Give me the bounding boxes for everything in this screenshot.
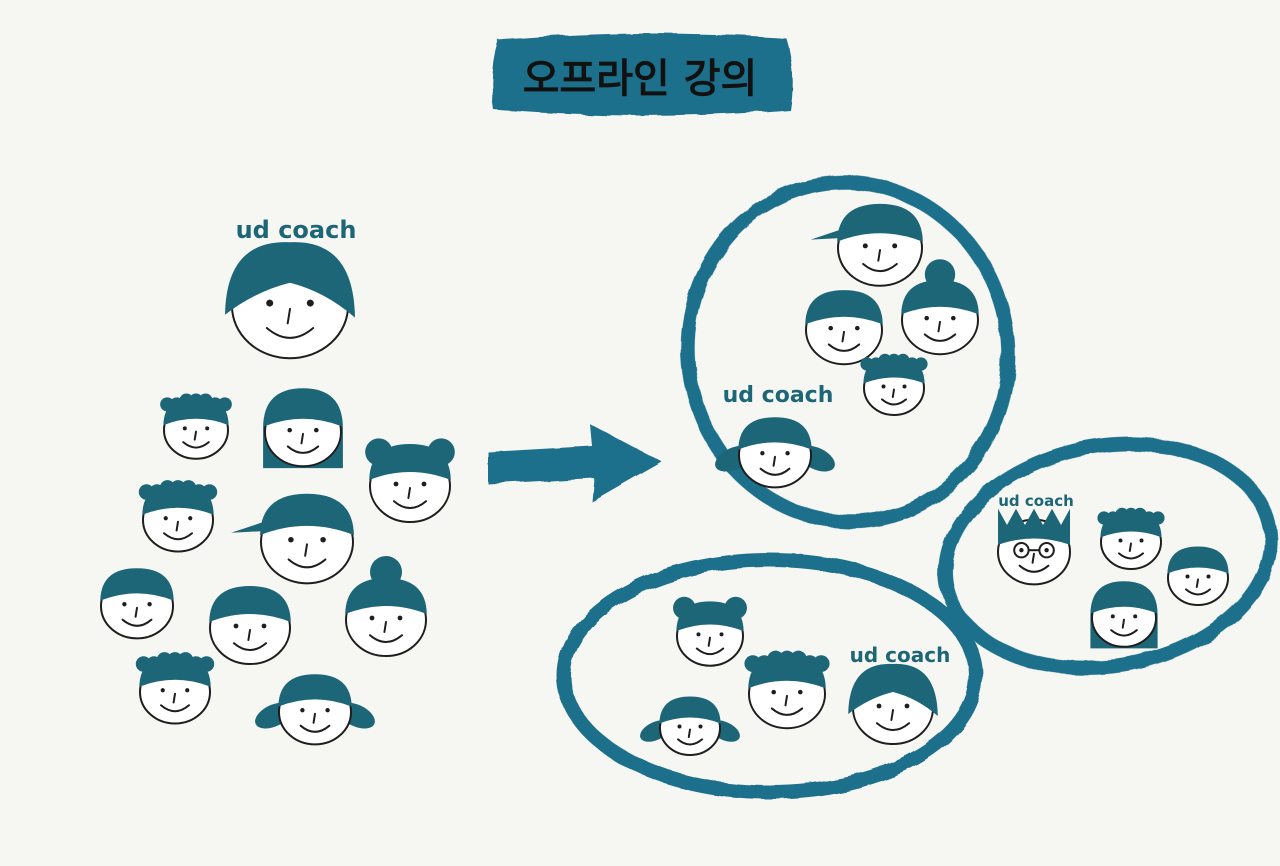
student-face [209, 586, 291, 665]
coach-face-group-bottom [848, 663, 938, 745]
student-face [231, 493, 354, 585]
student-face [135, 652, 215, 725]
group-bottom: ud coach [557, 553, 983, 799]
coach-label-whole-class: ud coach [236, 216, 357, 244]
student-face [640, 696, 740, 756]
arrow-right-icon [488, 424, 662, 502]
student-face [1097, 507, 1165, 570]
student-face [901, 259, 979, 356]
student-face [744, 650, 830, 730]
coach-label-group-top: ud coach [723, 383, 834, 408]
student-face [255, 674, 375, 746]
group-outline-bottom [557, 553, 983, 799]
student-face [345, 556, 427, 657]
student-face [805, 290, 883, 366]
group-outline-top [680, 175, 1016, 529]
student-face [673, 596, 747, 667]
student-face [138, 480, 218, 553]
student-face [365, 438, 455, 523]
title-background [491, 33, 793, 116]
student-face [860, 353, 928, 416]
student-face [1167, 546, 1229, 606]
student-face [100, 568, 174, 640]
title-banner: 오프라인 강의 [491, 33, 793, 116]
student-face [160, 393, 232, 460]
coach-label-group-right: ud coach [998, 492, 1074, 510]
coach-face-whole-class [225, 242, 355, 360]
coach-face-group-top [715, 417, 835, 489]
page-title: 오프라인 강의 [523, 56, 758, 102]
student-face [810, 203, 923, 287]
student-face [1090, 581, 1158, 649]
student-face [263, 388, 343, 469]
whole-class-group: ud coach [100, 216, 455, 746]
group-outline-right [938, 436, 1278, 676]
group-top: ud coach [680, 175, 1016, 529]
coach-label-group-bottom: ud coach [850, 643, 951, 667]
group-right: ud coach [938, 436, 1278, 676]
coach-face-group-right [997, 508, 1071, 586]
